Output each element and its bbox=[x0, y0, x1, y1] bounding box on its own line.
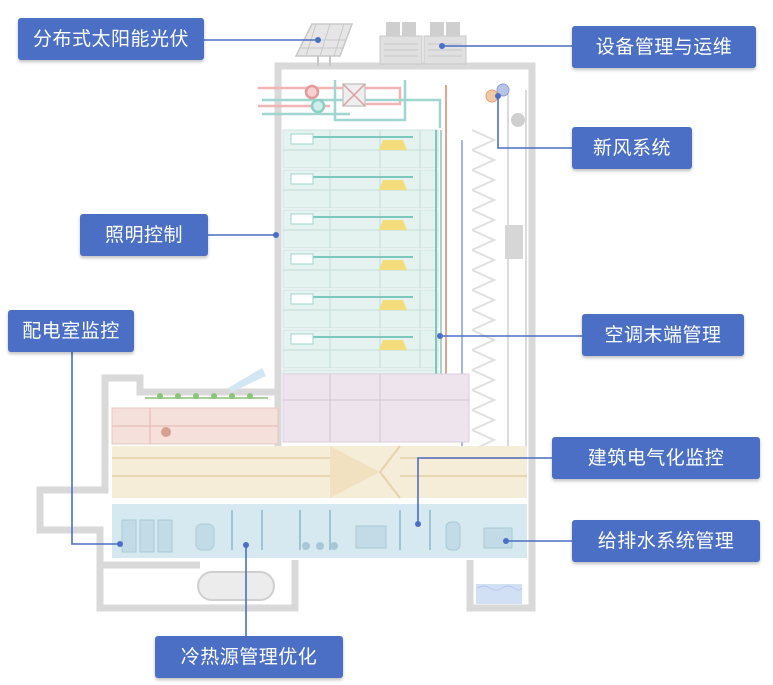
office-floor bbox=[282, 169, 439, 209]
lamp-icon bbox=[379, 180, 407, 190]
solar-panel-icon bbox=[294, 23, 354, 66]
label-solar-pv: 分布式太阳能光伏 bbox=[18, 18, 204, 60]
label-distribution-room: 配电室监控 bbox=[8, 310, 134, 352]
office-floor bbox=[282, 249, 439, 289]
lamp-icon bbox=[379, 340, 407, 350]
office-floors bbox=[282, 129, 439, 407]
lobby bbox=[282, 373, 470, 443]
label-water-system: 给排水系统管理 bbox=[572, 520, 760, 562]
sump-pit bbox=[476, 584, 523, 604]
label-lighting: 照明控制 bbox=[80, 214, 208, 256]
label-building-electrical: 建筑电气化监控 bbox=[552, 437, 760, 479]
water-tank-icon bbox=[197, 571, 275, 601]
office-floor bbox=[282, 209, 439, 249]
label-fresh-air: 新风系统 bbox=[572, 127, 692, 169]
elevator-shaft bbox=[485, 83, 527, 490]
cooling-tower-icon bbox=[379, 22, 467, 65]
ahu-pipework bbox=[258, 80, 442, 128]
office-floor bbox=[282, 289, 439, 329]
lamp-icon bbox=[379, 300, 407, 310]
callout-dots bbox=[117, 37, 509, 548]
stair-core bbox=[471, 129, 497, 491]
lamp-icon bbox=[379, 260, 407, 270]
label-heat-cold-source: 冷热源管理优化 bbox=[155, 636, 343, 678]
label-equipment-ops: 设备管理与运维 bbox=[572, 26, 756, 68]
label-ac-terminal: 空调末端管理 bbox=[582, 314, 744, 356]
office-floor bbox=[282, 129, 439, 169]
basement-plant bbox=[112, 504, 527, 558]
podium-restaurant bbox=[111, 368, 279, 445]
lamp-icon bbox=[379, 220, 407, 230]
building-shell bbox=[36, 62, 536, 612]
callout-lines bbox=[71, 39, 582, 636]
lamp-icon bbox=[379, 140, 407, 150]
office-floor bbox=[282, 329, 439, 369]
garage-level bbox=[112, 445, 527, 499]
